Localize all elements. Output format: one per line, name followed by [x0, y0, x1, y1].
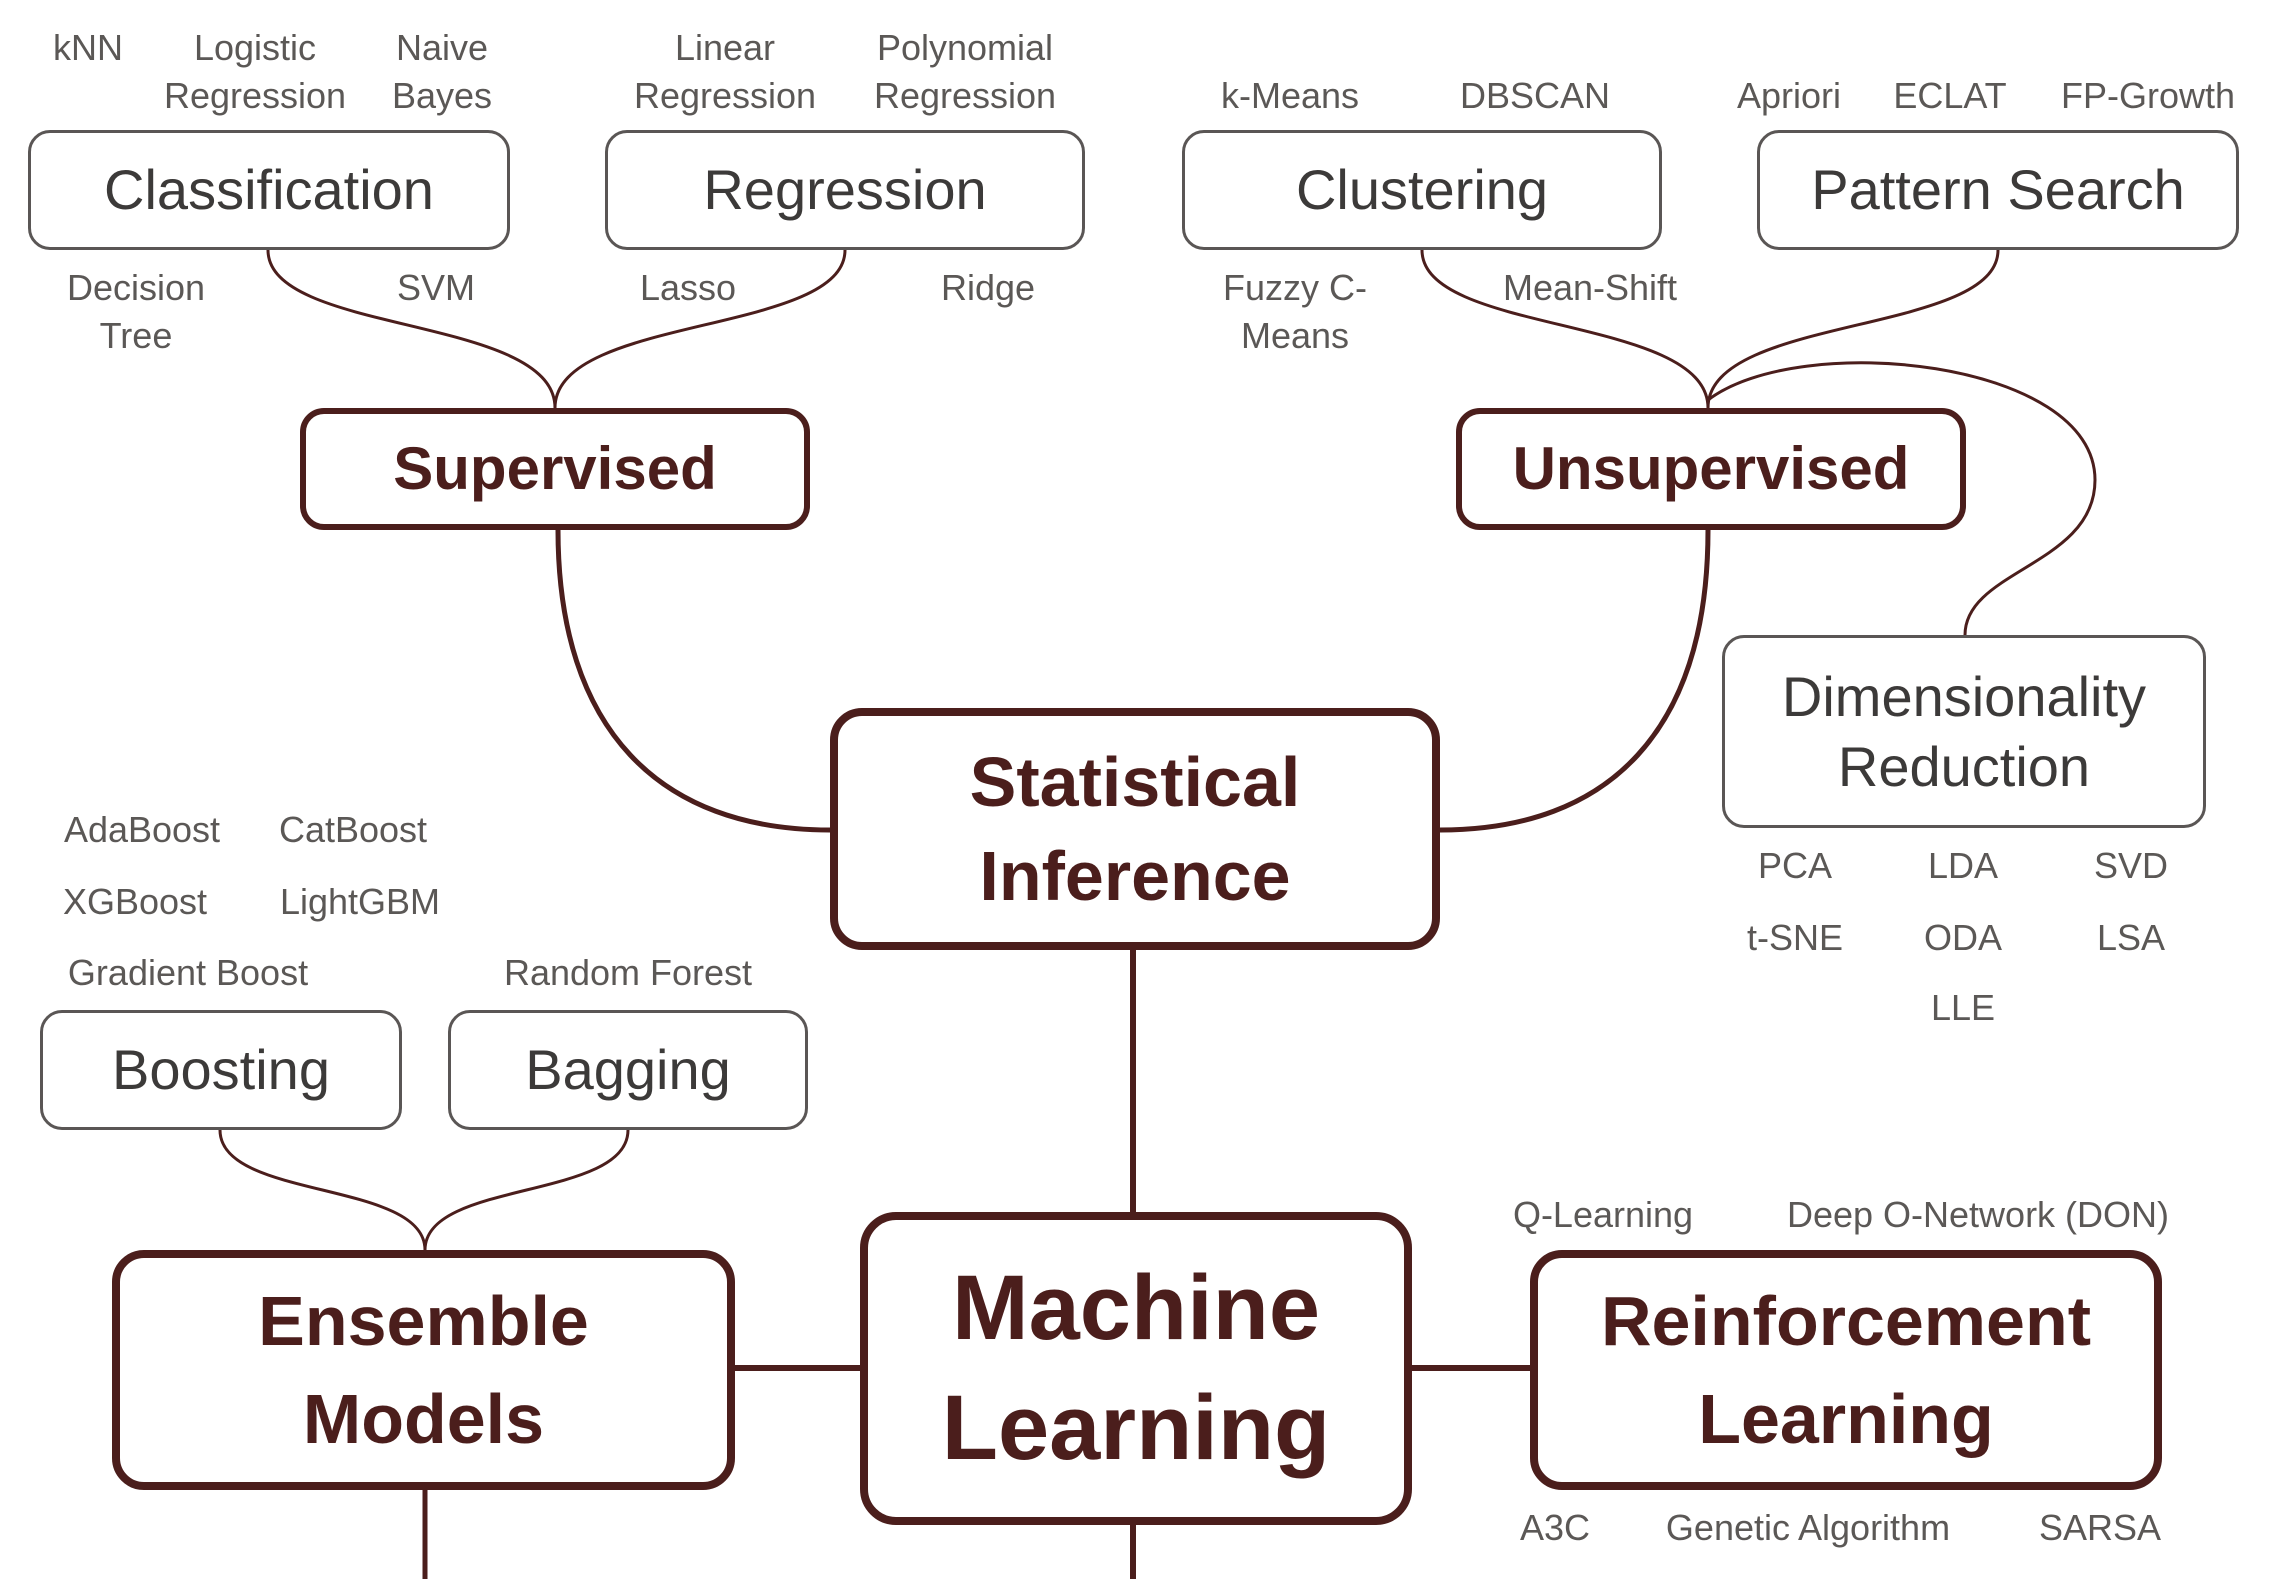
ensemble-line2: Models	[302, 1380, 545, 1458]
supervised-title: Supervised	[393, 435, 717, 502]
method-label: Q-Learning	[1512, 1194, 1694, 1235]
method-label: Linear Regression	[633, 27, 817, 116]
connector-boosting-ensemble	[218, 1129, 427, 1251]
clustering-title: Clustering	[1295, 158, 1549, 222]
method-label: k-Means	[1220, 75, 1360, 116]
connector-unsupervised-statistical	[1439, 529, 1711, 833]
statistical-inference-line1: Statistical	[969, 742, 1301, 821]
method-label: CatBoost	[278, 809, 428, 850]
method-label: t-SNE	[1746, 917, 1844, 958]
machine-learning-line1: Machine	[951, 1256, 1321, 1359]
reinforcement-line2: Learning	[1698, 1380, 1994, 1458]
method-label: SARSA	[2038, 1507, 2162, 1548]
method-label: Mean-Shift	[1502, 267, 1678, 308]
method-label: Apriori	[1736, 75, 1842, 116]
method-label: LightGBM	[279, 881, 441, 922]
method-label: DBSCAN	[1459, 75, 1611, 116]
method-label: SVD	[2093, 845, 2169, 886]
method-label: Genetic Algorithm	[1665, 1507, 1951, 1548]
classification-title: Classification	[104, 158, 434, 222]
method-label: ODA	[1923, 917, 2003, 958]
connector-regression-supervised	[553, 249, 847, 409]
connector-patternsearch-unsupervised	[1706, 249, 2000, 409]
method-label: Naive Bayes	[391, 27, 493, 116]
ensemble-line1: Ensemble	[258, 1282, 589, 1360]
method-label: Lasso	[639, 267, 737, 308]
connector-clustering-unsupervised	[1420, 249, 1710, 409]
method-label: Deep O-Network (DON)	[1786, 1194, 2170, 1235]
method-label: LLE	[1930, 987, 1996, 1028]
method-label: Polynomial Regression	[835, 24, 1095, 120]
method-label: Naive Bayes	[367, 24, 517, 120]
method-label: Logistic Regression	[163, 27, 347, 116]
method-label: PCA	[1757, 845, 1833, 886]
method-label: SVM	[396, 267, 476, 308]
method-label: LSA	[2096, 917, 2166, 958]
method-label: kNN	[53, 27, 123, 68]
method-label: Polynomial Regression	[873, 27, 1057, 116]
machine-learning-box: Machine Learning	[860, 1212, 1412, 1525]
classification-box: Classification	[28, 130, 510, 250]
connector-dimreduction-unsupervised	[1707, 361, 2097, 636]
method-label: ECLAT	[1893, 75, 2007, 116]
statistical-inference-box: Statistical Inference	[830, 708, 1440, 950]
dimensionality-reduction-line1: Dimensionality	[1781, 664, 2147, 728]
connector-bagging-ensemble	[423, 1129, 630, 1251]
connector-supervised-statistical	[555, 529, 831, 833]
method-label: Logistic Regression	[125, 24, 385, 120]
boosting-box: Boosting	[40, 1010, 402, 1130]
method-label: XGBoost	[62, 881, 208, 922]
method-label: Fuzzy C-Means	[1223, 267, 1367, 356]
machine-learning-line2: Learning	[941, 1376, 1331, 1479]
dimensionality-reduction-box: Dimensionality Reduction	[1722, 635, 2206, 828]
ensemble-models-box: Ensemble Models	[112, 1250, 735, 1490]
method-label: Ridge	[940, 267, 1036, 308]
unsupervised-title: Unsupervised	[1512, 435, 1910, 502]
connector-classification-supervised	[266, 249, 557, 409]
statistical-inference-line2: Inference	[979, 837, 1291, 915]
method-label: Decision Tree	[36, 264, 236, 360]
bagging-box: Bagging	[448, 1010, 808, 1130]
supervised-box: Supervised	[300, 408, 810, 530]
method-label: Random Forest	[503, 952, 753, 993]
clustering-box: Clustering	[1182, 130, 1662, 250]
reinforcement-line1: Reinforcement	[1600, 1282, 2092, 1360]
regression-title: Regression	[703, 158, 987, 222]
method-label: LDA	[1927, 845, 1999, 886]
bagging-title: Bagging	[525, 1038, 731, 1102]
pattern-search-box: Pattern Search	[1757, 130, 2239, 250]
dimensionality-reduction-line2: Reduction	[1837, 734, 2091, 798]
reinforcement-learning-box: Reinforcement Learning	[1530, 1250, 2162, 1490]
method-label: FP-Growth	[2060, 75, 2236, 116]
method-label: Fuzzy C-Means	[1195, 264, 1395, 360]
method-label: AdaBoost	[63, 809, 221, 850]
method-label: Gradient Boost	[67, 952, 309, 993]
unsupervised-box: Unsupervised	[1456, 408, 1966, 530]
pattern-search-title: Pattern Search	[1811, 158, 2185, 222]
regression-box: Regression	[605, 130, 1085, 250]
method-label: A3C	[1519, 1507, 1591, 1548]
boosting-title: Boosting	[112, 1038, 330, 1102]
method-label: Linear Regression	[605, 24, 845, 120]
method-label: Decision Tree	[66, 267, 206, 356]
